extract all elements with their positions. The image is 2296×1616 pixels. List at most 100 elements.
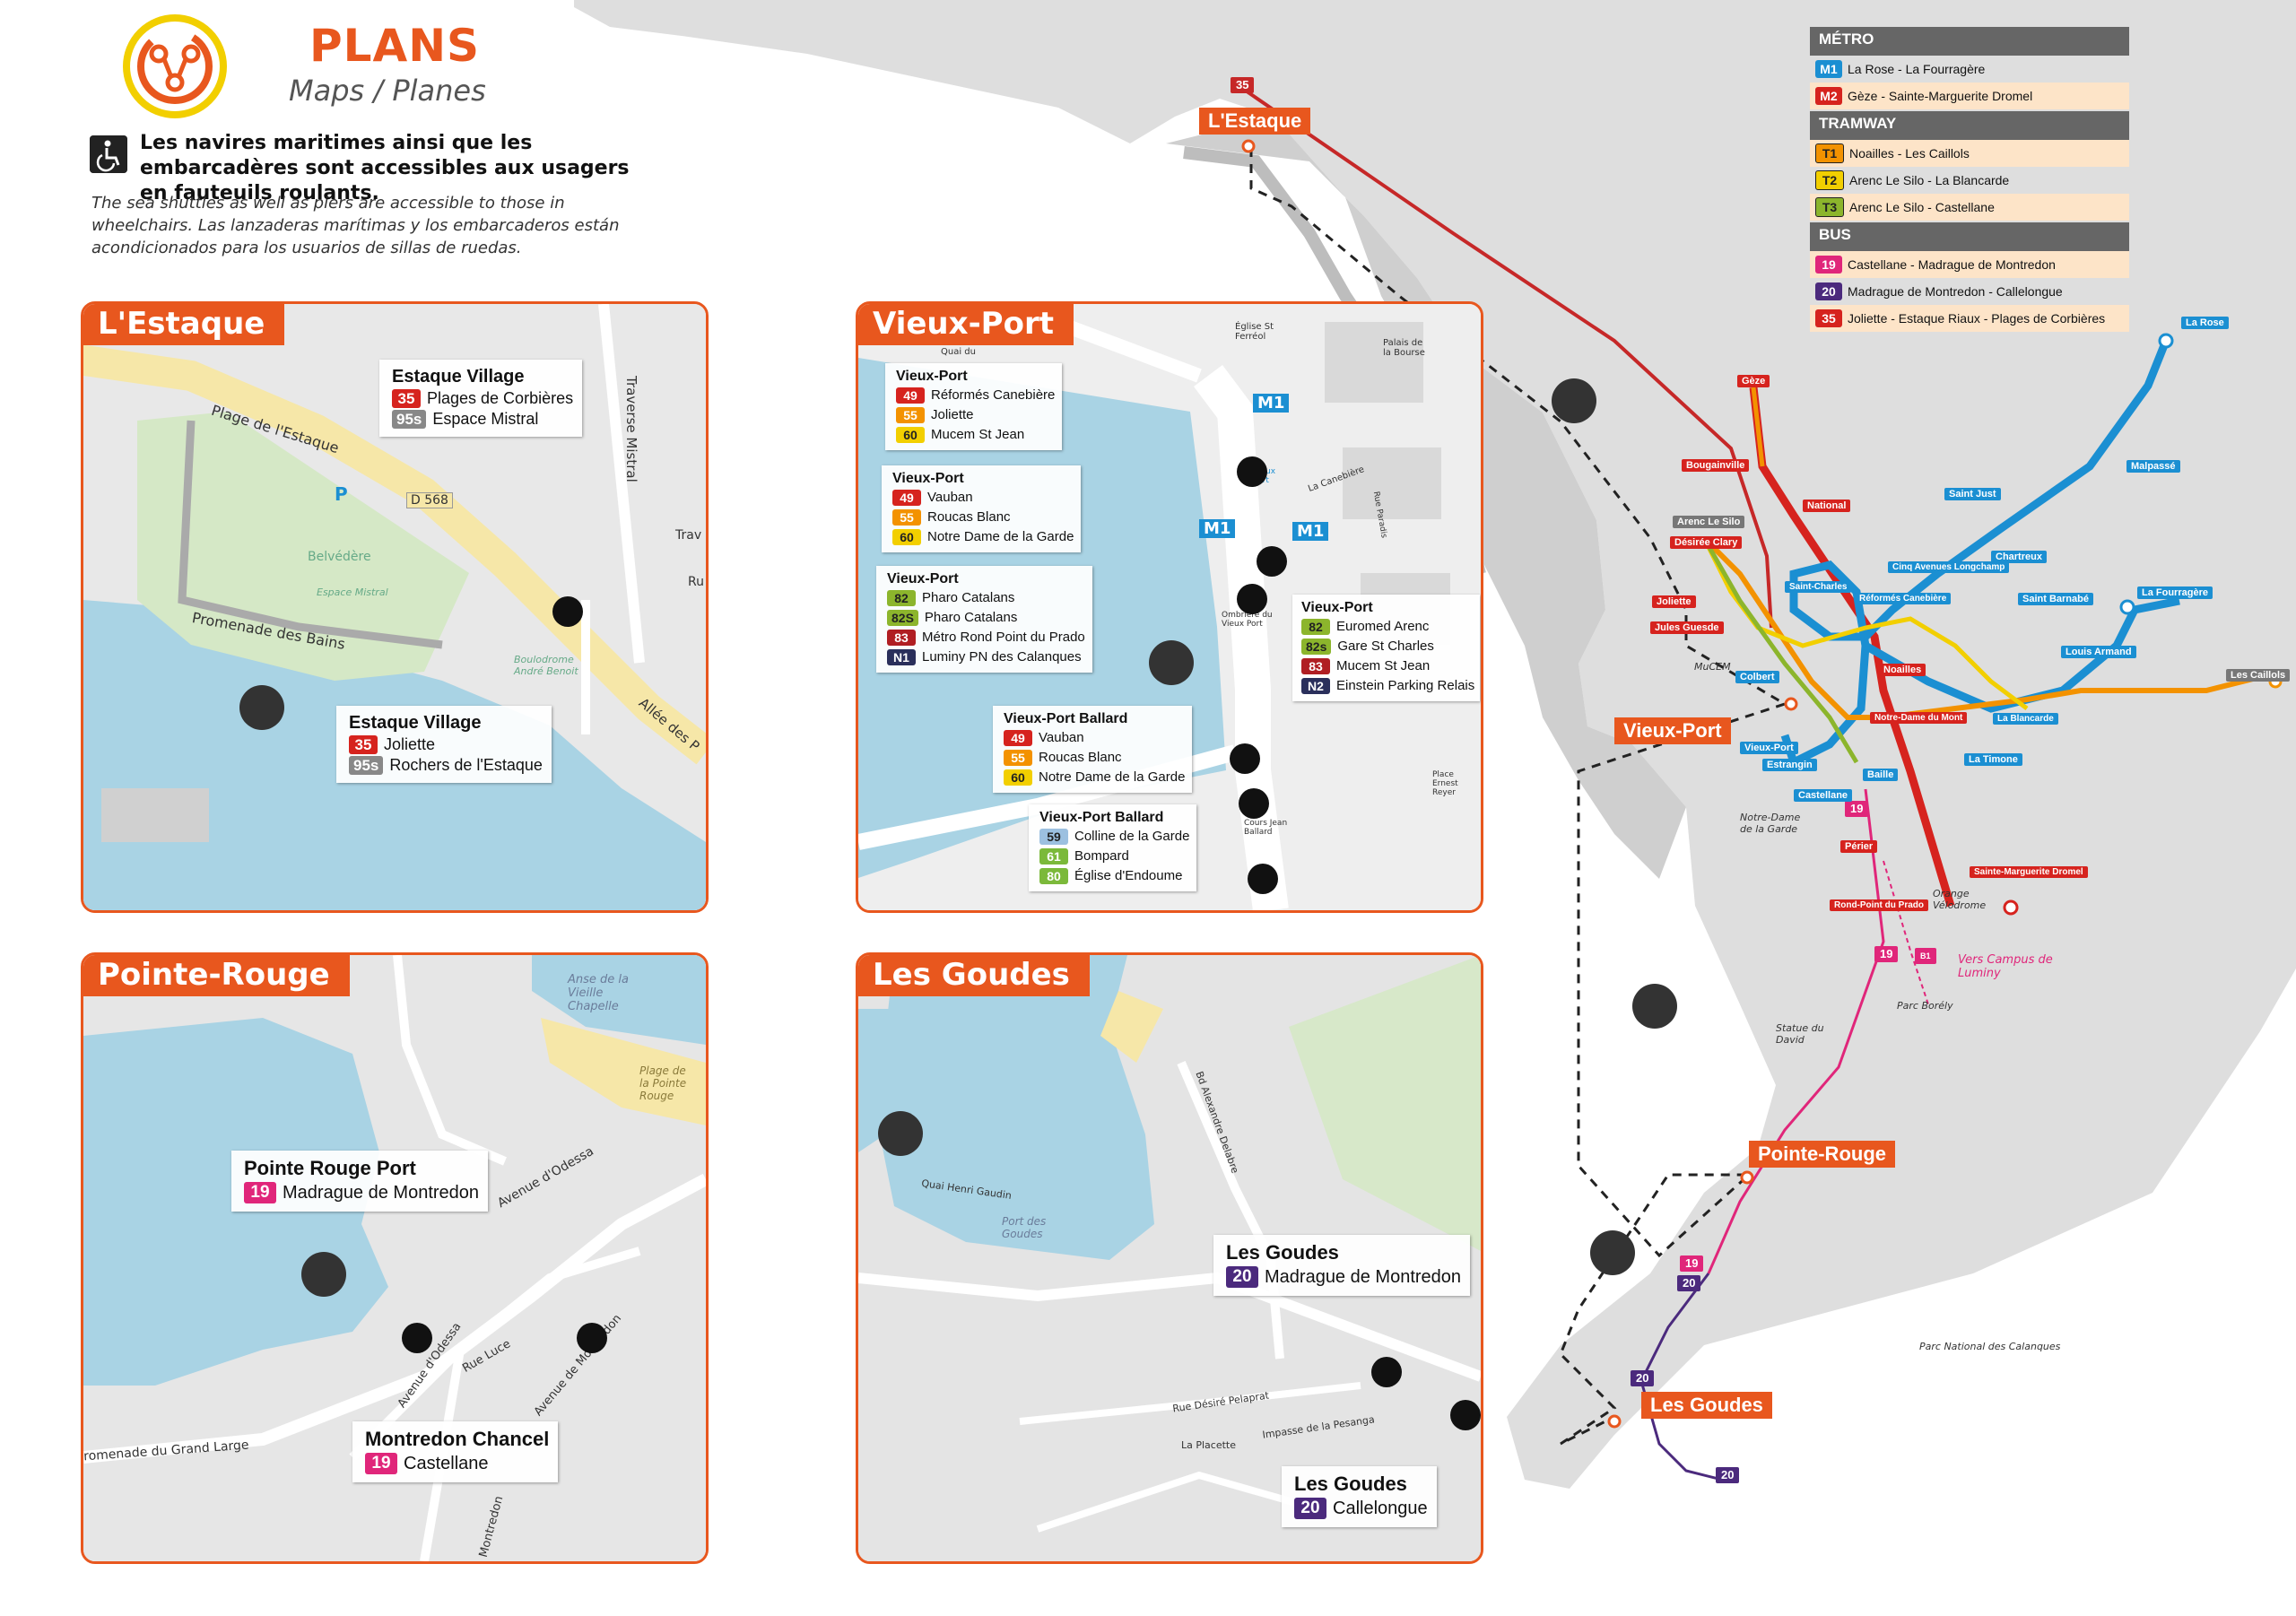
bus-19-badge: 19 <box>1680 1255 1704 1272</box>
bus-stop-marker <box>577 1323 607 1353</box>
place-mucem: MuCEM <box>1694 661 1731 673</box>
bus-stop-marker <box>402 1323 432 1353</box>
station-chartreux: Chartreux <box>1991 551 2047 563</box>
map-label: Ombrière du Vieux Port <box>1222 611 1273 629</box>
legend-badge: T3 <box>1815 197 1844 217</box>
line-badge: 60 <box>892 529 921 545</box>
station-perier: Périer <box>1840 840 1878 853</box>
map-label: La Placette <box>1181 1439 1237 1451</box>
legend-badge: M2 <box>1815 87 1842 105</box>
map-label: Boulodrome André Benoit <box>514 654 578 677</box>
inset-title: Les Goudes <box>858 955 1090 996</box>
station-national: National <box>1803 500 1851 512</box>
station-arenc: Arenc Le Silo <box>1673 516 1745 528</box>
bus-line: 83 Métro Rond Point du Prado <box>887 628 1085 647</box>
ferry-icon <box>301 1252 346 1297</box>
line-badge: 19 <box>244 1182 276 1203</box>
bus-stop-marker <box>552 596 583 627</box>
line-badge: 82S <box>887 610 918 626</box>
map-label: Cours Jean Ballard <box>1244 819 1288 837</box>
line-destination: Rochers de l'Estaque <box>389 756 543 774</box>
place-velodrome: Orange Vélodrome <box>1933 888 1987 911</box>
stop-name: Vieux-Port <box>1301 600 1373 615</box>
station-castellane: Castellane <box>1794 789 1853 802</box>
station-saint-charles: Saint-Charles <box>1785 581 1852 593</box>
line-destination: Callelongue <box>1333 1499 1428 1518</box>
bus-stop-marker <box>1248 864 1278 894</box>
metro-m1-badge: M1 <box>1199 519 1236 538</box>
station-la-timone: La Timone <box>1964 753 2022 766</box>
line-destination: Luminy PN des Calanques <box>922 649 1082 665</box>
legend-tram-header: TRAMWAY <box>1810 111 2129 140</box>
legend-badge: T1 <box>1815 143 1844 163</box>
metro-m1-badge: M1 <box>1253 394 1290 413</box>
station-saint-just: Saint Just <box>1944 488 2001 500</box>
stop-name: Vieux-Port Ballard <box>1039 810 1164 825</box>
line-destination: Bompard <box>1074 848 1129 864</box>
station-noailles: Noailles <box>1879 664 1926 676</box>
place-notre-dame: Notre-Dame de la Garde <box>1740 812 1801 835</box>
line-badge: 83 <box>887 630 916 646</box>
line-destination: Roucas Blanc <box>1039 750 1122 765</box>
station-la-blancarde: La Blancarde <box>1993 713 2058 725</box>
line-destination: Colline de la Garde <box>1074 829 1190 844</box>
stop-name: Vieux-Port <box>896 369 968 384</box>
line-badge: 35 <box>349 735 378 754</box>
legend-label: Arenc Le Silo - Castellane <box>1849 200 1995 214</box>
bus-20-badge: 20 <box>1631 1370 1655 1386</box>
bus-line: 95s Rochers de l'Estaque <box>349 755 543 776</box>
line-badge: N2 <box>1301 678 1330 694</box>
ferry-icon <box>878 1111 923 1156</box>
legend-label: Arenc Le Silo - La Blancarde <box>1849 173 2010 187</box>
line-badge: 82 <box>1301 619 1330 635</box>
line-badge: 80 <box>1039 868 1068 884</box>
station-sainte-marguerite: Sainte-Marguerite Dromel <box>1970 866 2088 878</box>
bus-20-badge: 20 <box>1716 1467 1740 1483</box>
line-badge: 49 <box>896 387 925 404</box>
station-notre-dame-du-mont: Notre-Dame du Mont <box>1870 712 1968 724</box>
inset-estaque: L'Estaque Plage de l'Estaque Traverse Mi… <box>81 301 709 913</box>
port-label-estaque: L'Estaque <box>1199 108 1311 135</box>
bus-stop-marker <box>1450 1400 1481 1430</box>
line-destination: Église d'Endoume <box>1074 868 1183 883</box>
line-destination: Gare St Charles <box>1337 639 1434 654</box>
legend-label: Madrague de Montredon - Callelongue <box>1848 284 2063 299</box>
line-destination: Vauban <box>927 490 973 505</box>
line-destination: Notre Dame de la Garde <box>1039 769 1186 785</box>
bus-stop-marker <box>1237 456 1267 487</box>
line-destination: Métro Rond Point du Prado <box>922 630 1085 645</box>
line-badge: 55 <box>1004 750 1032 766</box>
luminy-label: Vers Campus de Luminy <box>1958 953 2053 980</box>
station-geze: Gèze <box>1737 375 1770 387</box>
line-badge: 19 <box>365 1453 397 1474</box>
station-la-rose: La Rose <box>2181 317 2229 329</box>
line-destination: Plages de Corbières <box>427 389 574 407</box>
station-louis-armand: Louis Armand <box>2061 646 2136 658</box>
map-label: Place Ernest Reyer <box>1432 770 1458 797</box>
port-label-vieuxport: Vieux-Port <box>1614 717 1731 744</box>
ferry-icon <box>239 685 284 730</box>
line-badge: 95s <box>349 756 384 775</box>
map-label: Espace Mistral <box>317 586 388 598</box>
line-badge: 83 <box>1301 658 1330 674</box>
legend-metro-header: MÉTRO <box>1810 27 2129 56</box>
map-label: Belvédère <box>308 550 371 564</box>
